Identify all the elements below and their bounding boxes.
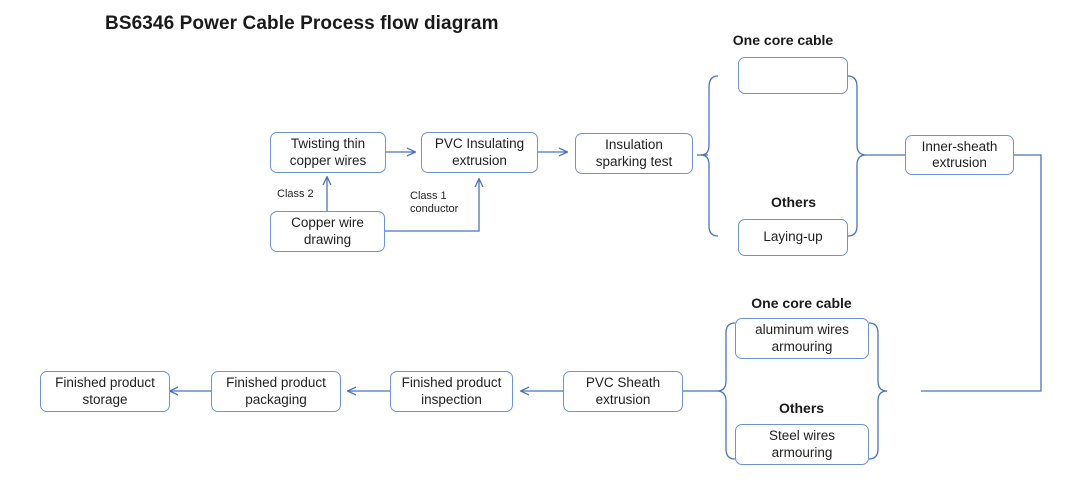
node-finished-product-inspection[interactable]: Finished product inspection — [390, 371, 513, 412]
upper-right-brace — [847, 75, 867, 237]
node-insulation-sparking-test[interactable]: Insulation sparking test — [575, 133, 693, 174]
node-finished-product-storage[interactable]: Finished product storage — [40, 371, 170, 412]
node-steel-wires-armouring[interactable]: Steel wires armouring — [735, 424, 869, 465]
connector-copper-to-pvc — [384, 179, 479, 232]
node-pvc-sheath-extrusion[interactable]: PVC Sheath extrusion — [563, 371, 683, 412]
connector-inner-sheath-to-lower-branch — [921, 154, 1042, 392]
node-copper-wire-drawing[interactable]: Copper wire drawing — [270, 211, 385, 252]
upper-left-brace — [700, 75, 719, 237]
node-pvc-insulating-extrusion[interactable]: PVC Insulating extrusion — [421, 132, 538, 173]
node-laying-up[interactable]: Laying-up — [738, 219, 848, 256]
page-title: BS6346 Power Cable Process flow diagram — [105, 13, 499, 34]
lower-right-brace — [868, 322, 888, 460]
edge-label-class-1-conductor: Class 1 conductor — [410, 190, 459, 216]
edge-label-class-2: Class 2 — [277, 188, 314, 200]
branch-label-lower-one-core: One core cable — [751, 295, 852, 311]
branch-label-lower-others: Others — [778, 400, 825, 416]
node-aluminum-wires-armouring[interactable]: aluminum wires armouring — [735, 318, 869, 359]
node-inner-sheath-extrusion[interactable]: Inner-sheath extrusion — [905, 135, 1014, 175]
node-one-core-passthrough[interactable] — [738, 57, 848, 94]
lower-left-brace — [716, 322, 736, 460]
node-twisting-thin-copper-wires[interactable]: Twisting thin copper wires — [270, 132, 386, 173]
node-finished-product-packaging[interactable]: Finished product packaging — [211, 371, 341, 412]
branch-label-upper-one-core: One core cable — [732, 32, 834, 48]
branch-label-upper-others: Others — [770, 194, 817, 210]
